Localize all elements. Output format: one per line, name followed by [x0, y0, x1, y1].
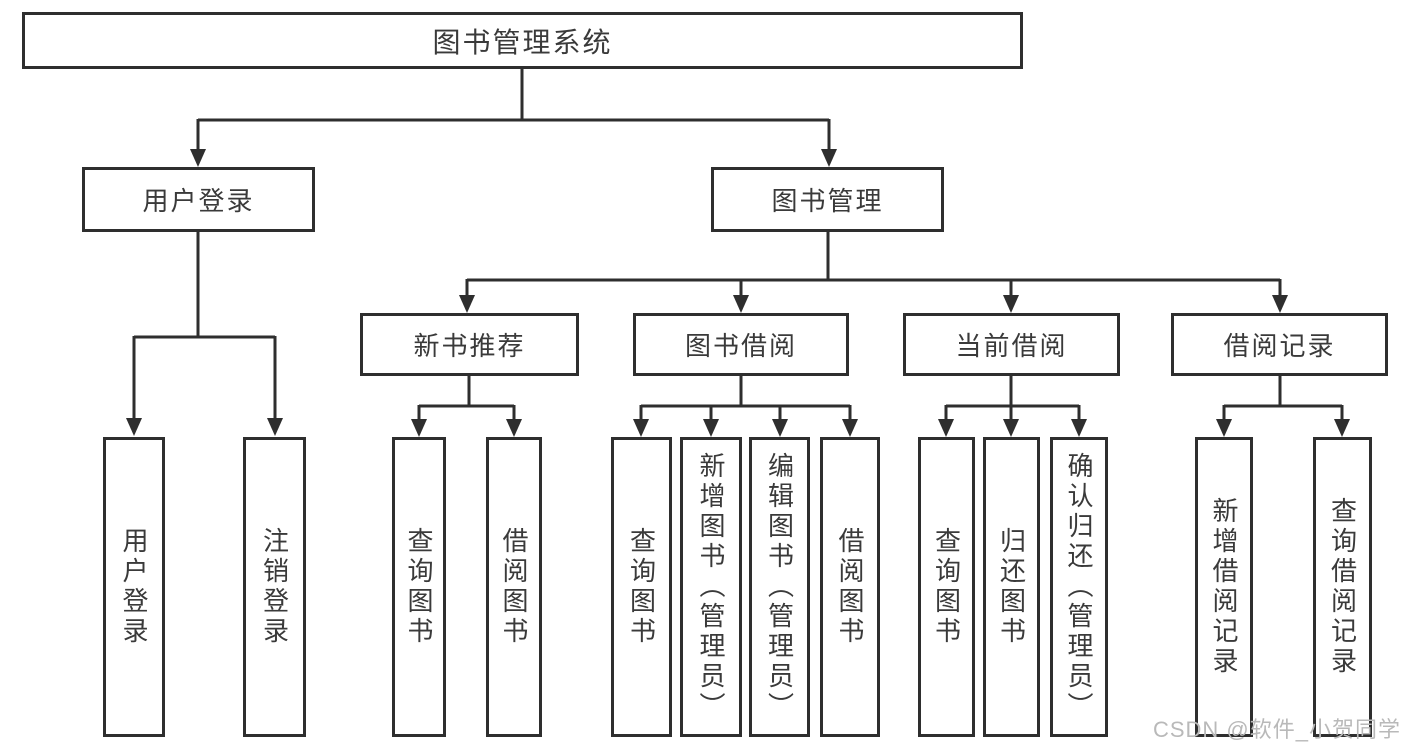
node-user-login-branch: 用户登录: [82, 167, 315, 232]
leaf-query-books-2: 查询图书: [611, 437, 672, 737]
csdn-watermark: CSDN @软件_小贺同学: [1152, 717, 1401, 742]
leaf-logout: 注销登录: [243, 437, 306, 737]
leaf-confirm-return-admin: 确认归还（管理员）: [1050, 437, 1108, 737]
node-book-borrow: 图书借阅: [633, 313, 849, 376]
leaf-user-login: 用户登录: [103, 437, 165, 737]
node-current-borrow: 当前借阅: [903, 313, 1120, 376]
leaf-query-borrow-record: 查询借阅记录: [1313, 437, 1372, 737]
leaf-return-books: 归还图书: [983, 437, 1040, 737]
leaf-add-books-admin: 新增图书（管理员）: [680, 437, 742, 737]
node-root-system: 图书管理系统: [22, 12, 1023, 69]
leaf-query-books-1: 查询图书: [392, 437, 446, 737]
leaf-query-books-3: 查询图书: [918, 437, 975, 737]
node-borrow-records: 借阅记录: [1171, 313, 1388, 376]
leaf-borrow-books-2: 借阅图书: [820, 437, 880, 737]
node-new-book-recommend: 新书推荐: [360, 313, 579, 376]
node-book-management-branch: 图书管理: [711, 167, 944, 232]
leaf-edit-books-admin: 编辑图书（管理员）: [749, 437, 810, 737]
leaf-add-borrow-record: 新增借阅记录: [1195, 437, 1253, 737]
arrowhead-icons: [126, 149, 1350, 437]
leaf-borrow-books-1: 借阅图书: [486, 437, 542, 737]
